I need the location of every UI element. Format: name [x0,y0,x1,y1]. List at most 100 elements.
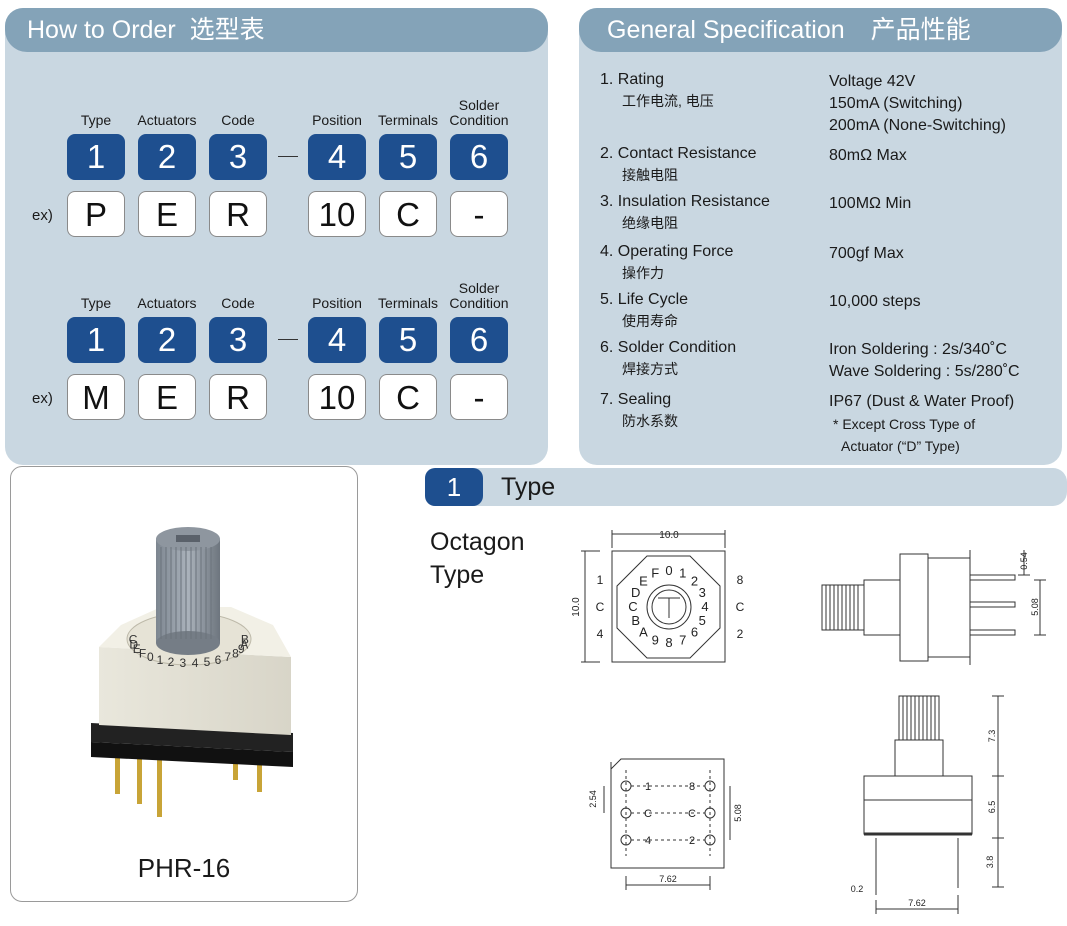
order-example-box: - [450,191,508,237]
order-separator-dash [278,156,298,157]
footprint-drawing [603,758,731,890]
spec-item-name-cn: 操作力 [622,265,664,281]
spec-item-value: 100MΩ Min [829,193,911,215]
dial-char: A [639,625,648,640]
spec-value-line: 80mΩ Max [829,147,907,164]
order-example-label: ex) [32,390,53,407]
order-separator-dash [278,339,298,340]
type-section-bar: 1 Type [425,468,1067,506]
order-code-box: 2 [138,134,196,180]
dial-char: D [631,585,640,600]
switch-body [99,647,291,735]
how-to-order-title: How to Order [27,16,176,44]
spec-item-value: IP67 (Dust & Water Proof)* Except Cross … [829,391,1014,457]
dial-letter: 9 [238,642,245,656]
spec-value-line: 200mA (None-Switching) [829,117,1006,134]
dial-letter: 1 [157,653,164,667]
pin-label: 4 [597,627,604,641]
spec-value-line: Iron Soldering : 2s/340˚C [829,341,1007,358]
pin [233,752,238,780]
dimension-label: 0.2 [851,884,864,894]
knob-base [156,631,220,655]
spec-item-name: 3. Insulation Resistance [600,193,770,210]
spec-item-name: 2. Contact Resistance [600,145,757,162]
pin-label: 2 [737,627,744,641]
black-base-front [91,742,293,767]
knob-ridges [160,547,212,639]
black-base [91,723,293,752]
general-spec-title: General Specification [607,16,845,44]
order-code-box: 5 [379,134,437,180]
knob [156,539,220,643]
spec-item-name: 1. Rating [600,71,665,88]
order-code-box: 4 [308,134,366,180]
spec-note-line: * Except Cross Type of [833,416,976,432]
spec-value-line: Voltage 42V [829,73,916,90]
order-code-box: 4 [308,317,366,363]
order-example-box: R [209,374,267,420]
dial-char: 4 [701,599,708,614]
dial-char: 2 [691,574,698,589]
dial-letter: D [129,637,138,651]
dial-letter: 2 [168,655,175,669]
dimension-label: 10.0 [659,530,679,541]
order-code-box: 1 [67,134,125,180]
product-model: PHR-16 [137,853,231,883]
dimension-label: 7.62 [659,874,677,884]
dial-char: C [628,599,637,614]
octagon-type-label: Octagon Type [430,526,525,592]
dial-letter: 5 [204,655,211,669]
spec-item-name: 5. Life Cycle [600,291,689,308]
pin-label: C [596,600,605,614]
pin-label: C [736,600,745,614]
dimension-label: 10.0 [571,597,582,617]
dimension-label: 2.54 [588,790,598,808]
order-example-box: P [67,191,125,237]
order-example-label: ex) [32,207,53,224]
dial-letter: 3 [180,656,187,670]
pin-label: 4 [645,835,651,847]
order-field-label: Terminals [378,112,438,128]
octagon-label-line1: Octagon [430,528,525,556]
how-to-order-title-cn: 选型表 [189,16,265,44]
dial-char: 6 [691,625,698,640]
spec-note-line: Actuator (“D” Type) [841,438,960,454]
order-code-box: 3 [209,317,267,363]
order-example-box: E [138,374,196,420]
side-view-drawing [821,550,1046,665]
order-code-box: 6 [450,134,508,180]
order-code-box: 1 [67,317,125,363]
order-example-box: C [379,374,437,420]
order-field-label: Code [221,112,255,128]
dial-letter: A [240,637,248,651]
spec-item-name-cn: 焊接方式 [622,361,678,377]
spec-item-name: 7. Sealing [600,391,672,408]
dial-char: B [631,613,640,628]
pin [137,752,142,804]
dial-char: 9 [652,632,659,647]
dial-letter: 6 [215,653,222,667]
dial-char: 5 [699,613,706,628]
dial-letter: F [139,646,146,660]
dial-char: 1 [679,566,686,581]
dimension-label: 0.54 [1019,552,1029,570]
dimension-label: 5.08 [733,804,743,822]
order-field-label: Position [312,295,362,311]
order-field-label: Terminals [378,295,438,311]
dial-letter: 7 [224,650,231,664]
dial-letter: C [129,633,138,647]
dial-char: 7 [679,632,686,647]
spec-item-value: 700gf Max [829,243,904,265]
spec-item-name-cn: 接触电阻 [622,167,678,183]
general-spec-title-cn: 产品性能 [870,16,971,44]
dial-char: 8 [665,635,672,650]
order-field-label: Actuators [137,295,197,311]
dimension-label: 7.3 [987,730,997,743]
pin [257,752,262,792]
octagon-label-line2: Type [430,561,485,589]
